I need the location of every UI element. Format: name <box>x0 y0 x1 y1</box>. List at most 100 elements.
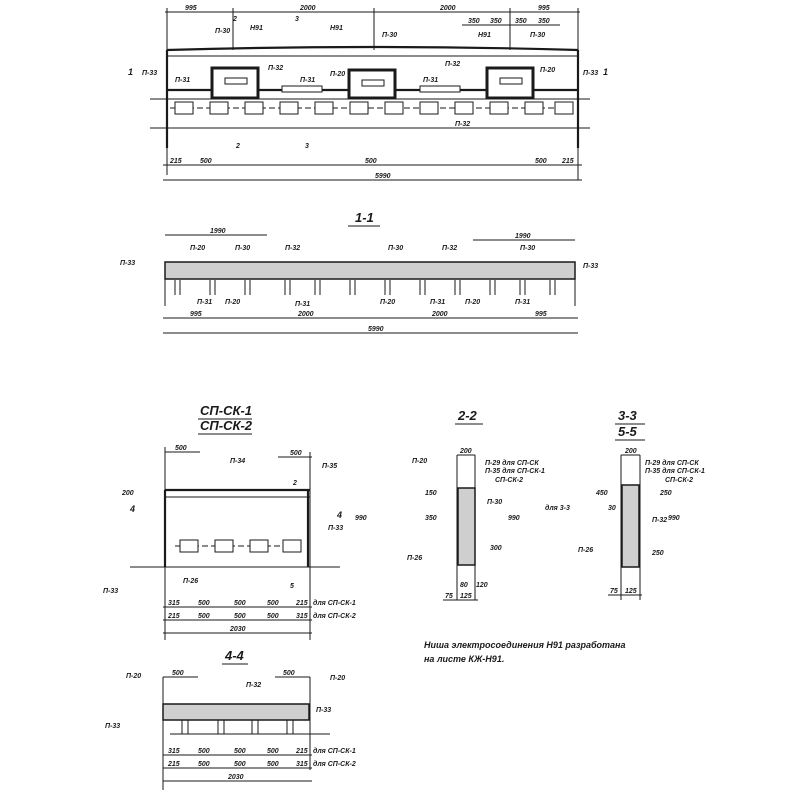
section-4-4: 4-4 500 500 П-20 П-32 П-20 П-33 П-33 315… <box>105 648 356 790</box>
dim-note: для СП-СК-2 <box>313 760 356 768</box>
dim: 450 <box>595 490 608 497</box>
callout: П-35 для СП-СК-1 <box>485 467 545 475</box>
dim: 215 <box>561 158 574 165</box>
dim: 350 <box>538 18 550 25</box>
total-dim: 5990 <box>368 326 384 333</box>
dim-note: для СП-СК-1 <box>313 747 356 755</box>
section-mark: 2 <box>235 143 240 150</box>
embedded-plates-row <box>174 101 574 115</box>
dim: 500 <box>234 613 246 620</box>
dim: 990 <box>508 515 520 522</box>
dim: 150 <box>425 490 437 497</box>
section-title: 1-1 <box>355 210 374 225</box>
title: СП-СК-1 <box>200 403 252 418</box>
callout: П-30 <box>487 499 502 506</box>
callout: СП-СК-2 <box>665 477 693 484</box>
section-mark: 3 <box>295 16 299 23</box>
dim: 350 <box>490 18 502 25</box>
concrete-section <box>621 484 640 568</box>
dim: 500 <box>198 748 210 755</box>
dim-row-sp-sk-2: 215 500 500 500 315 для СП-СК-2 <box>167 612 356 620</box>
dim: 500 <box>267 761 279 768</box>
dim: 250 <box>651 550 664 557</box>
callout: П-20 <box>380 299 395 306</box>
dim: 300 <box>490 545 502 552</box>
callout: П-20 <box>330 675 345 682</box>
dim: 215 <box>295 748 308 755</box>
callout: П-32 <box>246 682 261 689</box>
total-dim: 2030 <box>227 774 244 781</box>
dim: 75 <box>445 593 453 600</box>
dim: 500 <box>290 450 302 457</box>
callout: П-29 для СП-СК <box>645 459 699 467</box>
callout: П-26 <box>183 578 198 585</box>
dim: 350 <box>515 18 527 25</box>
dim: 2000 <box>431 311 448 318</box>
section-title: 4-4 <box>224 648 245 663</box>
callout: П-26 <box>407 555 422 562</box>
section-mark: 2 <box>232 16 237 23</box>
callout: П-30 <box>382 32 397 39</box>
callout: П-33 <box>583 70 598 77</box>
callout: П-32 <box>285 245 300 252</box>
dim: 500 <box>535 158 547 165</box>
dim: 315 <box>168 600 180 607</box>
callout: П-30 <box>388 245 403 252</box>
callout: П-33 <box>583 263 598 270</box>
section-mark: 4 <box>129 504 135 514</box>
dim: 500 <box>172 670 184 677</box>
callout: П-31 <box>295 301 310 308</box>
dim: 500 <box>200 158 212 165</box>
dim: 995 <box>185 5 197 12</box>
callout: П-35 для СП-СК-1 <box>645 467 705 475</box>
dim: 215 <box>169 158 182 165</box>
callout: П-32 <box>268 65 283 72</box>
section-title: 3-3 <box>618 408 638 423</box>
dim: 200 <box>121 490 134 497</box>
callout: П-35 <box>322 463 337 470</box>
section-mark: 3 <box>305 143 309 150</box>
concrete-slab <box>164 261 576 280</box>
callout: П-30 <box>215 28 230 35</box>
callout: П-31 <box>430 299 445 306</box>
callout: П-31 <box>515 299 530 306</box>
dim: 500 <box>234 748 246 755</box>
note-line: на листе КЖ-Н91. <box>424 654 504 664</box>
dim: 990 <box>668 515 680 522</box>
dim: 2000 <box>297 311 314 318</box>
dim: 1990 <box>515 233 531 240</box>
dim: 2000 <box>299 5 316 12</box>
dim: 500 <box>283 670 295 677</box>
callout: П-20 <box>190 245 205 252</box>
callout: П-30 <box>520 245 535 252</box>
callout: П-31 <box>175 77 190 84</box>
section-mark: 1 <box>603 67 608 77</box>
callout: П-20 <box>465 299 480 306</box>
dim: 2000 <box>439 5 456 12</box>
callout: П-32 <box>652 517 667 524</box>
callout: П-33 <box>328 525 343 532</box>
dim: 500 <box>234 761 246 768</box>
callout: П-20 <box>225 299 240 306</box>
section-title: 5-5 <box>618 424 638 439</box>
section-mark: 5 <box>290 583 294 590</box>
total-dim: 2030 <box>229 626 246 633</box>
callout: Н91 <box>250 25 263 32</box>
dim: 200 <box>624 448 637 455</box>
callout: П-20 <box>540 67 555 74</box>
callout: П-33 <box>142 70 157 77</box>
callout: П-20 <box>412 458 427 465</box>
section-1-1: 1-1 1990 1990 П-33 П-20 П-30 П-32 П-30 П… <box>120 210 598 334</box>
dim: 995 <box>538 5 550 12</box>
concrete-slab <box>162 703 310 721</box>
dim: 1990 <box>210 228 226 235</box>
dim: 500 <box>234 600 246 607</box>
callout: П-29 для СП-СК <box>485 459 539 467</box>
callout: П-26 <box>578 547 593 554</box>
callout: Н91 <box>330 25 343 32</box>
dim: 350 <box>468 18 480 25</box>
dim-note: для СП-СК-1 <box>313 599 356 607</box>
sp-sk-plan: СП-СК-1 СП-СК-2 500 500 П-34 П-35 П-33 П… <box>103 403 367 640</box>
anchor-bars <box>174 280 556 295</box>
